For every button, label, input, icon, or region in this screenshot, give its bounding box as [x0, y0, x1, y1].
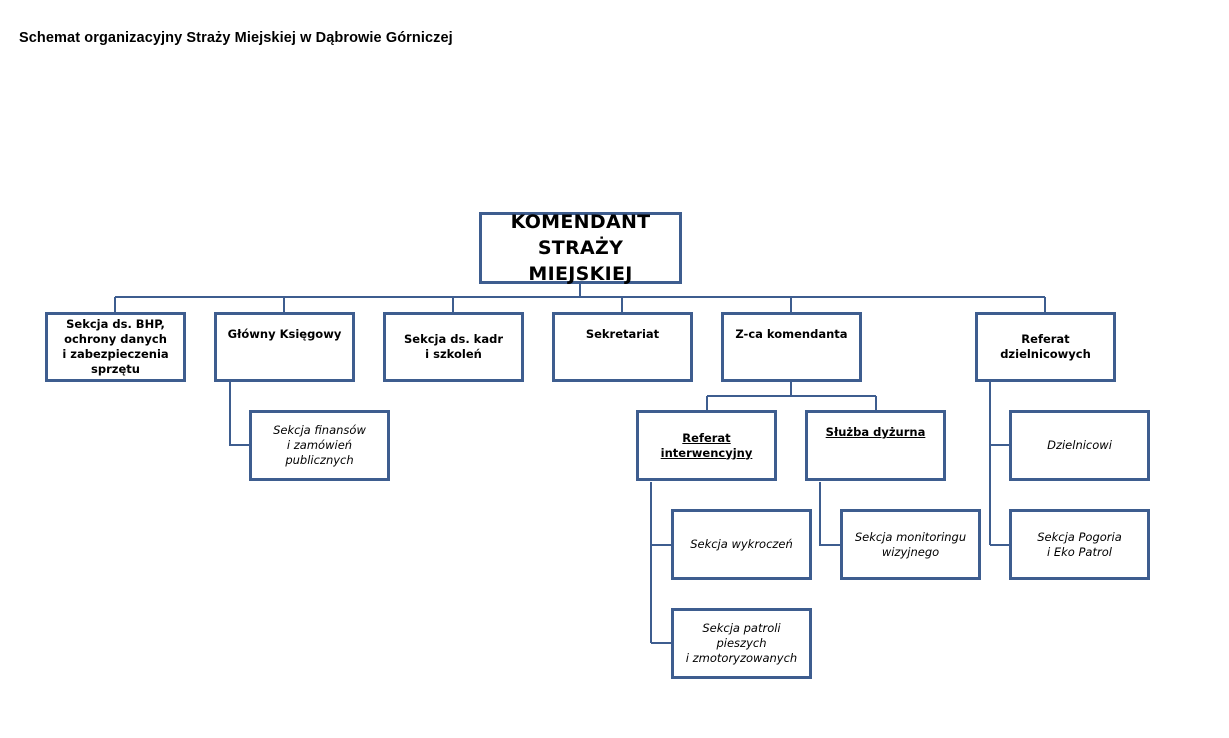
box-komendant: KOMENDANT STRAŻY MIEJSKIEJ	[479, 211, 682, 285]
box-glowny-ksiegowy-line1: Główny Księgowy	[227, 327, 342, 341]
box-sekretariat: Sekretariat	[552, 312, 693, 382]
box-sekcja-monitoringu-line1: Sekcja monitoringu	[854, 529, 967, 544]
box-sekcja-patroli-line1: Sekcja patroli pieszych	[702, 621, 781, 650]
box-sekretariat-line1: Sekretariat	[585, 327, 660, 341]
box-sekcja-kadr: Sekcja ds. kadr i szkoleń	[383, 312, 524, 382]
box-sekcja-finansow: Sekcja finansów i zamówień publicznych	[249, 410, 390, 481]
box-sekcja-patroli: Sekcja patroli pieszych i zmotoryzowanyc…	[671, 608, 812, 679]
box-sluzba-dyzurna: Służba dyżurna	[805, 410, 946, 481]
box-sekcja-bhp-line4: sprzętu	[91, 362, 140, 376]
box-sekcja-pogoria-line2: i Eko Patrol	[1047, 544, 1112, 559]
connector-ksiegowy-finanse	[229, 382, 250, 446]
box-komendant-line2: STRAŻY MIEJSKIEJ	[528, 237, 633, 285]
box-sekcja-bhp: Sekcja ds. BHP, ochrony danych i zabezpi…	[45, 312, 186, 382]
box-referat-dzielnicowych: Referat dzielnicowych	[975, 312, 1116, 382]
box-sekcja-bhp-line3: i zabezpieczenia	[62, 347, 169, 361]
box-sekcja-pogoria-line1: Sekcja Pogoria	[1037, 529, 1122, 544]
box-sekcja-wykroczen: Sekcja wykroczeń	[671, 509, 812, 580]
box-zastepca-komendanta: Z-ca komendanta	[721, 312, 862, 382]
box-referat-interwencyjny-line1: Referat interwencyjny	[660, 430, 753, 460]
box-sekcja-kadr-line2: i szkoleń	[425, 347, 482, 361]
box-sekcja-monitoringu-line2: wizyjnego	[881, 544, 940, 559]
box-sekcja-kadr-line1: Sekcja ds. kadr	[403, 332, 503, 346]
box-glowny-ksiegowy: Główny Księgowy	[214, 312, 355, 382]
connector-dyzurna-monitoring	[819, 482, 841, 546]
box-referat-dzielnicowych-line1: Referat dzielnicowych	[1000, 332, 1091, 361]
box-referat-interwencyjny: Referat interwencyjny	[636, 410, 777, 481]
box-sekcja-patroli-line2: i zmotoryzowanych	[685, 651, 798, 665]
box-dzielnicowi-line1: Dzielnicowi	[1047, 438, 1112, 452]
box-sekcja-finansow-line2: i zamówień	[286, 438, 353, 452]
box-sekcja-finansow-line1: Sekcja finansów	[273, 423, 366, 437]
box-sekcja-monitoringu: Sekcja monitoringu wizyjnego	[840, 509, 981, 580]
page-title: Schemat organizacyjny Straży Miejskiej w…	[19, 30, 453, 46]
box-sekcja-bhp-line2: ochrony danych	[64, 332, 167, 346]
box-sekcja-bhp-line1: Sekcja ds. BHP,	[66, 317, 165, 331]
box-sekcja-pogoria: Sekcja Pogoria i Eko Patrol	[1009, 509, 1150, 580]
box-dzielnicowi: Dzielnicowi	[1009, 410, 1150, 481]
box-sekcja-wykroczen-line1: Sekcja wykroczeń	[690, 537, 793, 551]
box-sluzba-dyzurna-line1: Służba dyżurna	[825, 425, 926, 439]
box-sekcja-finansow-line3: publicznych	[285, 453, 354, 467]
box-zastepca-komendanta-line1: Z-ca komendanta	[735, 327, 848, 341]
box-komendant-line1: KOMENDANT	[510, 211, 651, 233]
